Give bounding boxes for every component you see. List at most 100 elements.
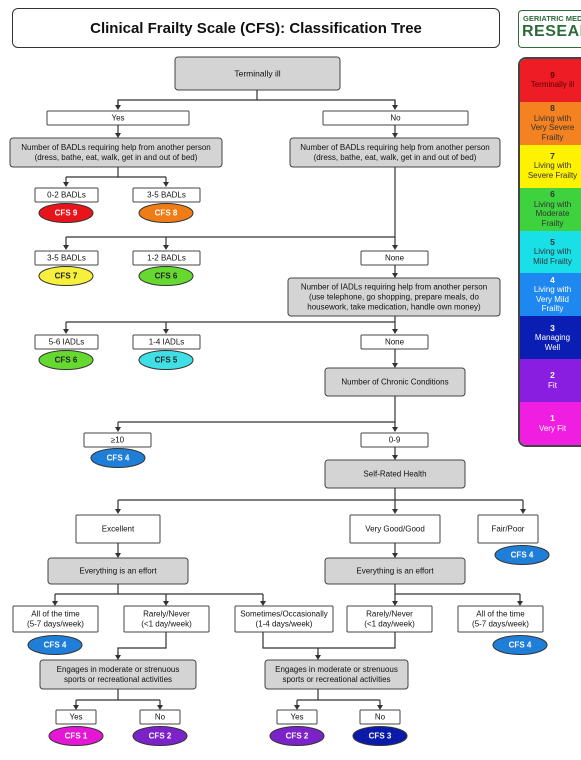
- no-node-label: No: [390, 114, 401, 123]
- cfs-9-badge: [38, 203, 94, 223]
- rarely-node-2-label-line-1: Rarely/Never: [366, 610, 413, 619]
- page-title: Clinical Frailty Scale (CFS): Classifica…: [12, 8, 500, 48]
- sports-question-2: [264, 659, 409, 690]
- arrow-head: [392, 273, 398, 278]
- badl-0-2-node-label: 0-2 BADLs: [47, 191, 86, 200]
- arrow-head: [392, 455, 398, 460]
- sports-question-2-label-line-1: Engages in moderate or strenuous: [275, 665, 398, 674]
- scale-level-label: Living with Very Mild Frailty: [533, 285, 572, 314]
- sometimes-node-label-line-2: (1-4 days/week): [256, 620, 313, 629]
- sports-no-node-1: [139, 709, 181, 725]
- cfs-4-badge-effort-1-label: CFS 4: [44, 641, 67, 650]
- cfs-6-badge-label: CFS 6: [155, 272, 178, 281]
- cfs-6-badge: [138, 266, 194, 286]
- scale-level-number: 4: [550, 274, 555, 285]
- iadl-1-4-node-label: 1-4 IADLs: [149, 338, 185, 347]
- sports-yes-node-1: [55, 709, 97, 725]
- cfs-9-badge-label: CFS 9: [55, 209, 78, 218]
- fair-poor-node: [477, 514, 539, 544]
- cfs-2-badge-1-label: CFS 2: [149, 732, 172, 741]
- sports-no-node-1-label: No: [155, 713, 166, 722]
- all-time-node-2-label-line-1: All of the time: [476, 610, 525, 619]
- arrow-head: [115, 133, 121, 138]
- arrow-head: [392, 427, 398, 432]
- cfs-7-badge-label: CFS 7: [55, 272, 78, 281]
- cfs-4-badge-fair-label: CFS 4: [511, 551, 534, 560]
- rarely-node-1-label-line-2: (<1 day/week): [141, 620, 192, 629]
- rarely-node-2: [346, 605, 433, 633]
- logo-line-1: GERIATRIC MEDICINE: [523, 14, 581, 23]
- scale-level-number: 6: [550, 189, 555, 200]
- scale-level-number: 1: [550, 413, 555, 424]
- scale-level-label: Living with Moderate Frailty: [533, 199, 572, 228]
- branch-line: [117, 90, 258, 108]
- page-title-text: Clinical Frailty Scale (CFS): Classifica…: [90, 19, 422, 37]
- arrow-head: [392, 133, 398, 138]
- effort-question-good-label: Everything is an effort: [356, 567, 434, 576]
- badl-question-no-label-line-2: (dress, bathe, eat, walk, get in and out…: [314, 153, 477, 162]
- scale-level-label: Living with Mild Frailty: [533, 247, 572, 266]
- badl-none-node-label: None: [385, 254, 405, 263]
- badl-3-5-node: [132, 187, 201, 203]
- scale-level-number: 3: [550, 322, 555, 333]
- badl-question-no-label-line-1: Number of BADLs requiring help from anot…: [300, 143, 489, 152]
- iadl-5-6-node-label: 5-6 IADLs: [49, 338, 85, 347]
- very-good-node-label: Very Good/Good: [365, 525, 425, 534]
- branch-line: [55, 584, 119, 595]
- arrow-head: [115, 509, 121, 514]
- arrow-head: [392, 245, 398, 250]
- chronic-conditions-question-label: Number of Chronic Conditions: [341, 378, 448, 387]
- badl-question-yes: [9, 137, 223, 168]
- cfs-4-badge-fair: [494, 545, 550, 565]
- cfs-4-badge-chronic-label: CFS 4: [107, 454, 130, 463]
- yes-node-label: Yes: [111, 114, 124, 123]
- branch-line: [76, 689, 119, 701]
- chronic-ge10-node-label: ≥10: [111, 436, 125, 445]
- chronic-ge10-node: [83, 432, 152, 448]
- cfs-4-badge-chronic: [90, 448, 146, 468]
- all-time-node-2-label-line-2: (5-7 days/week): [472, 620, 529, 629]
- badl-question-yes-label-line-1: Number of BADLs requiring help from anot…: [21, 143, 210, 152]
- cfs-2-badge-1: [132, 726, 188, 746]
- badl-1-2-node-label: 1-2 BADLs: [147, 254, 186, 263]
- cfs-6-badge-iadl-label: CFS 6: [55, 356, 78, 365]
- arrow-head: [315, 655, 321, 660]
- all-time-node-1-label-line-1: All of the time: [31, 610, 80, 619]
- cfs-7-badge: [38, 266, 94, 286]
- arrow-head: [392, 363, 398, 368]
- all-time-node-2: [457, 605, 544, 633]
- arrow-head: [115, 105, 121, 110]
- arrow-head: [517, 601, 523, 606]
- rarely-node-2-label-line-2: (<1 day/week): [364, 620, 415, 629]
- cfs-4-badge-effort-1: [27, 635, 83, 655]
- iadl-question: [287, 277, 501, 317]
- branch-line: [318, 632, 396, 649]
- iadl-5-6-node: [34, 334, 99, 350]
- arrow-head: [63, 245, 69, 250]
- arrow-head: [163, 329, 169, 334]
- rarely-node-1-label-line-1: Rarely/Never: [143, 610, 190, 619]
- sports-no-node-2-label: No: [375, 713, 386, 722]
- logo-line-2: RESEARCH: [522, 23, 581, 40]
- badl-0-2-node: [34, 187, 99, 203]
- cfs-1-badge: [48, 726, 104, 746]
- scale-level-number: 7: [550, 150, 555, 161]
- sports-question-2-label-line-2: sports or recreational activities: [282, 675, 390, 684]
- scale-level-label: Living with Very Severe Frailty: [530, 113, 575, 142]
- iadl-question-label-line-2: (use telephone, go shopping, prepare mea…: [309, 293, 479, 302]
- branch-line: [262, 632, 319, 658]
- scale-level-label: Terminally ill: [530, 80, 575, 90]
- branch-line: [66, 167, 119, 178]
- branch-line: [118, 488, 396, 501]
- scale-level-label: Living with Severe Frailty: [527, 161, 578, 180]
- branch-line: [118, 396, 396, 423]
